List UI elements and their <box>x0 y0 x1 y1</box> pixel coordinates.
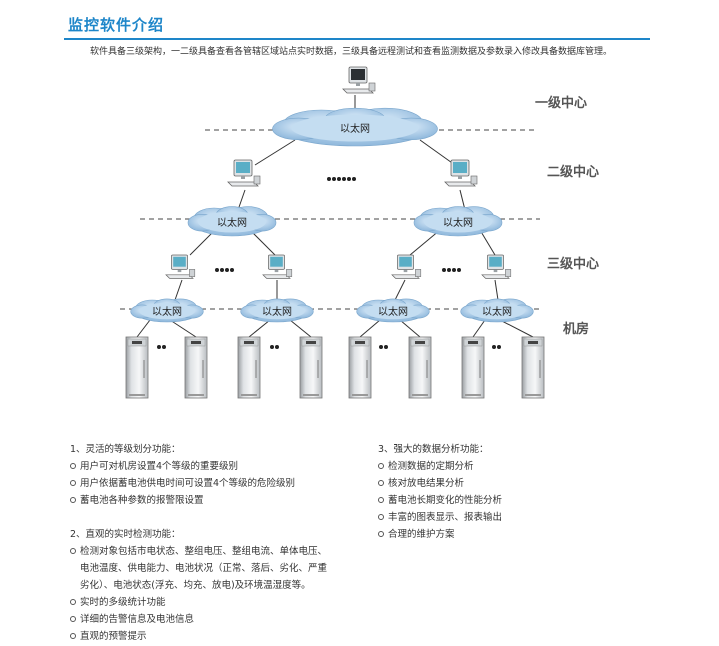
connection-line <box>409 229 441 256</box>
ellipsis-dots <box>157 177 501 349</box>
connection-line <box>499 319 534 338</box>
cloud-label: 以太网 <box>152 305 182 318</box>
section-title: 1、灵活的等级划分功能： <box>70 444 181 455</box>
ellipsis-dots <box>442 268 461 272</box>
ellipsis-dots <box>157 345 166 349</box>
cloud-label: 以太网 <box>340 122 370 135</box>
connection-line <box>394 279 406 301</box>
feature-section-3: 3、强大的数据分析功能： 检测数据的定期分析 核对放电结果分析 蓄电池长期变化的… <box>378 441 502 543</box>
connection-line <box>136 319 151 338</box>
connection-line <box>248 319 271 338</box>
connection-line <box>419 139 456 166</box>
feature-item: 检测对象包括市电状态、整组电压、整组电流、单体电压、 <box>70 543 327 560</box>
computer-icon <box>165 254 196 279</box>
feature-item-continued: 电池温度、供电能力、电池状况（正常、落后、劣化、严重 <box>80 563 328 574</box>
ethernet-clouds: 以太网以太网以太网以太网以太网以太网以太网 <box>130 107 534 323</box>
computer-icon <box>391 254 422 279</box>
title-divider <box>64 38 650 40</box>
intro-text: 软件具备三级架构，一二级具备查看各管辖区域站点实时数据，三级具备远程测试和查看监… <box>90 47 613 57</box>
battery-cabinet <box>184 336 208 399</box>
page-title: 监控软件介绍 <box>68 16 165 34</box>
connection-line <box>289 319 312 338</box>
ellipsis-dots <box>492 345 501 349</box>
connection-line <box>174 279 183 301</box>
ellipsis-dots <box>379 345 388 349</box>
feature-item: 丰富的图表显示、报表输出 <box>378 509 502 526</box>
computers <box>165 66 512 279</box>
battery-cabinet <box>125 336 149 399</box>
connection-line <box>359 319 381 338</box>
connection-line <box>254 139 296 166</box>
cloud-label: 以太网 <box>482 305 512 318</box>
feature-item: 用户可对机房设置4个等级的重要级别 <box>70 458 295 475</box>
ethernet-cloud: 以太网 <box>240 298 314 323</box>
ethernet-cloud: 以太网 <box>460 298 534 323</box>
battery-cabinet <box>408 336 432 399</box>
connection-line <box>249 229 276 256</box>
level-label: 三级中心 <box>547 256 599 272</box>
cabinets <box>125 336 545 399</box>
connection-line <box>459 189 466 211</box>
feature-item: 用户依据蓄电池供电时间可设置4个等级的危险级别 <box>70 475 295 492</box>
ethernet-cloud: 以太网 <box>187 206 277 237</box>
cloud-label: 以太网 <box>443 216 473 229</box>
ellipsis-dots <box>327 177 356 181</box>
level-label: 二级中心 <box>547 164 599 180</box>
computer-icon <box>227 159 261 187</box>
ethernet-cloud: 以太网 <box>272 107 438 147</box>
feature-item: 核对放电结果分析 <box>378 475 502 492</box>
connection-line <box>494 279 499 301</box>
battery-cabinet <box>521 336 545 399</box>
computer-icon <box>481 254 512 279</box>
computer-icon <box>342 66 376 94</box>
battery-cabinet <box>299 336 323 399</box>
feature-item: 蓄电池各种参数的报警限设置 <box>70 492 295 509</box>
cloud-label: 以太网 <box>378 305 408 318</box>
ellipsis-dots <box>270 345 279 349</box>
ethernet-cloud: 以太网 <box>413 206 503 237</box>
ethernet-cloud: 以太网 <box>356 298 430 323</box>
feature-item: 直观的预警提示 <box>70 628 327 645</box>
feature-item: 详细的告警信息及电池信息 <box>70 611 327 628</box>
ethernet-cloud: 以太网 <box>130 298 204 323</box>
connection-line <box>237 189 246 211</box>
level-label: 一级中心 <box>535 95 587 111</box>
cloud-label: 以太网 <box>217 216 247 229</box>
ellipsis-dots <box>215 268 234 272</box>
cloud-label: 以太网 <box>262 305 292 318</box>
section-title: 2、直观的实时检测功能： <box>70 529 181 540</box>
level-label: 机房 <box>563 321 589 337</box>
computer-icon <box>262 254 293 279</box>
computer-icon <box>444 159 478 187</box>
feature-section-1: 1、灵活的等级划分功能： 用户可对机房设置4个等级的重要级别 用户依据蓄电池供电… <box>70 441 295 509</box>
feature-item: 蓄电池长期变化的性能分析 <box>378 492 502 509</box>
feature-item: 检测数据的定期分析 <box>378 458 502 475</box>
feature-item-continued: 劣化）、电池状态(浮充、均充、放电)及环境温湿度等。 <box>80 580 311 591</box>
battery-cabinet <box>461 336 485 399</box>
connection-line <box>169 319 197 338</box>
battery-cabinet <box>348 336 372 399</box>
battery-cabinet <box>237 336 261 399</box>
feature-section-2: 2、直观的实时检测功能： 检测对象包括市电状态、整组电压、整组电流、单体电压、 … <box>70 526 327 645</box>
connection-line <box>479 229 496 256</box>
section-title: 3、强大的数据分析功能： <box>378 444 489 455</box>
connection-line <box>472 319 486 338</box>
feature-item: 合理的维护方案 <box>378 526 502 543</box>
feature-item: 实时的多级统计功能 <box>70 594 327 611</box>
connection-line <box>399 319 421 338</box>
